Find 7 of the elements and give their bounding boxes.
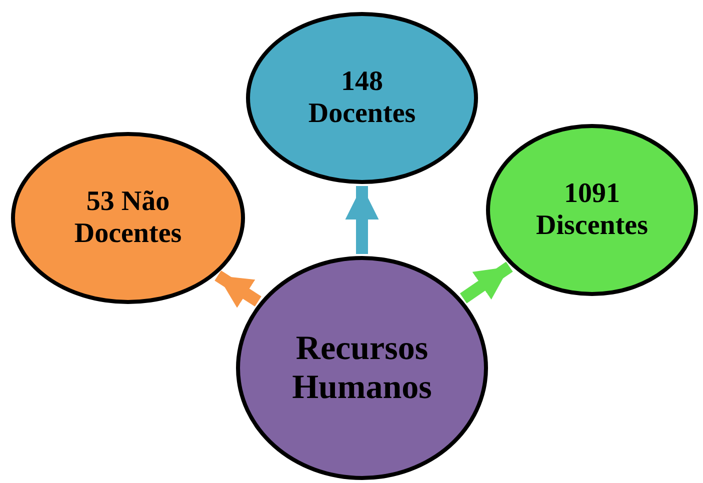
block-arrow <box>345 186 379 254</box>
node-label: 1091 Discentes <box>535 178 649 242</box>
block-arrow <box>214 270 262 308</box>
node-label: 53 Não Docentes <box>73 186 183 250</box>
node-label: Recursos Humanos <box>291 328 433 408</box>
block-arrow <box>460 262 513 304</box>
node-label: 148 Docentes <box>307 66 417 130</box>
